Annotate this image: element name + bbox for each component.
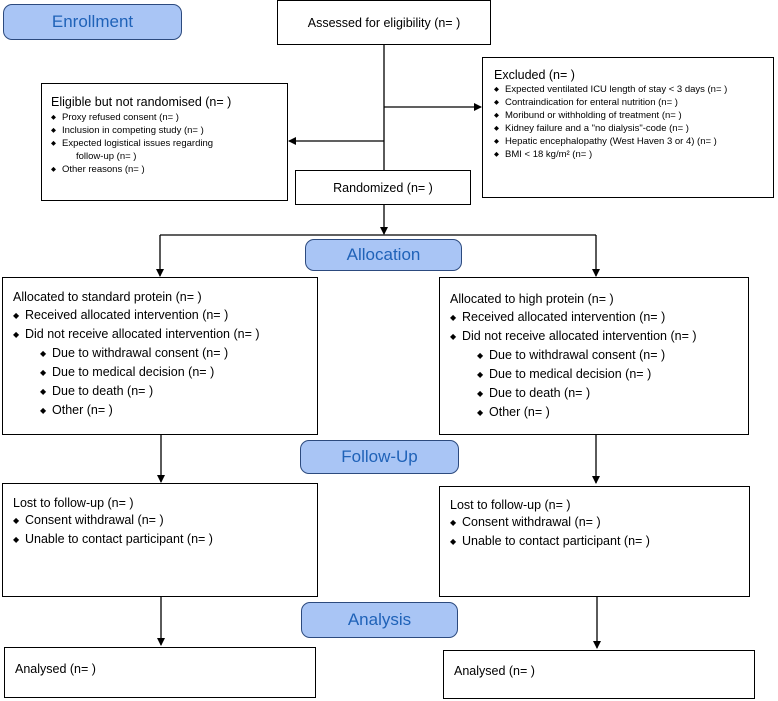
not-randomised-title: Eligible but not randomised (n= ) <box>51 95 232 109</box>
list-item: ◆Consent withdrawal (n= ) <box>13 511 317 530</box>
diamond-bullet-icon: ◆ <box>494 112 499 119</box>
diamond-bullet-icon: ◆ <box>13 330 20 339</box>
high-allocation-box: Allocated to high protein (n= ) ◆Receive… <box>439 277 749 435</box>
list-item: ◆Proxy refused consent (n= ) <box>51 112 179 123</box>
diamond-bullet-icon: ◆ <box>40 349 47 358</box>
diamond-bullet-icon: ◆ <box>51 140 56 147</box>
diamond-bullet-icon: ◆ <box>40 368 47 377</box>
stage-follow-up: Follow-Up <box>300 440 459 474</box>
stage-label: Analysis <box>347 610 412 629</box>
randomized-text: Randomized (n= ) <box>333 180 433 195</box>
diamond-bullet-icon: ◆ <box>477 408 484 417</box>
diamond-bullet-icon: ◆ <box>450 537 457 546</box>
diamond-bullet-icon: ◆ <box>494 86 499 93</box>
high-followup-box: Lost to follow-up (n= ) ◆Consent withdra… <box>439 486 750 597</box>
stage-analysis: Analysis <box>301 602 458 638</box>
standard-followup-box: Lost to follow-up (n= ) ◆Consent withdra… <box>2 483 318 597</box>
diamond-bullet-icon: ◆ <box>51 127 56 134</box>
high-followup-list: ◆Consent withdrawal (n= ) ◆Unable to con… <box>450 513 749 551</box>
list-item: ◆Unable to contact participant (n= ) <box>450 532 749 551</box>
list-item: ◆Did not receive allocated intervention … <box>13 325 317 344</box>
diamond-bullet-icon: ◆ <box>494 125 499 132</box>
high-followup-title: Lost to follow-up (n= ) <box>450 498 571 512</box>
diamond-bullet-icon: ◆ <box>477 389 484 398</box>
diamond-bullet-icon: ◆ <box>13 516 20 525</box>
diamond-bullet-icon: ◆ <box>477 370 484 379</box>
standard-followup-title: Lost to follow-up (n= ) <box>13 496 134 510</box>
list-item: ◆Due to death (n= ) <box>13 382 317 401</box>
list-item: ◆Other (n= ) <box>450 403 748 422</box>
stage-label: Follow-Up <box>341 447 418 466</box>
excluded-list: ◆Expected ventilated ICU length of stay … <box>494 83 773 161</box>
standard-analysis-text: Analysed (n= ) <box>15 662 96 676</box>
excluded-box: Excluded (n= ) ◆Expected ventilated ICU … <box>482 57 774 198</box>
assessed-box: Assessed for eligibility (n= ) <box>277 0 491 45</box>
high-allocation-title: Allocated to high protein (n= ) <box>450 292 614 306</box>
list-item: ◆Hepatic encephalopathy (West Haven 3 or… <box>494 136 717 147</box>
diamond-bullet-icon: ◆ <box>494 99 499 106</box>
list-item: ◆Other (n= ) <box>13 401 317 420</box>
list-item: ◆Contraindication for enteral nutrition … <box>494 97 678 108</box>
standard-allocation-box: Allocated to standard protein (n= ) ◆Rec… <box>2 277 318 435</box>
list-item: ◆Received allocated intervention (n= ) <box>450 308 748 327</box>
stage-label: Allocation <box>346 245 421 264</box>
not-randomised-box: Eligible but not randomised (n= ) ◆Proxy… <box>41 83 288 201</box>
list-item: ◆Unable to contact participant (n= ) <box>13 530 317 549</box>
diamond-bullet-icon: ◆ <box>450 332 457 341</box>
list-item-continuation: follow-up (n= ) <box>76 151 137 162</box>
list-item: ◆Moribund or withholding of treatment (n… <box>494 110 682 121</box>
list-item: ◆Consent withdrawal (n= ) <box>450 513 749 532</box>
list-item: ◆Due to medical decision (n= ) <box>13 363 317 382</box>
high-analysis-text: Analysed (n= ) <box>454 664 535 678</box>
list-item: ◆Due to medical decision (n= ) <box>450 365 748 384</box>
list-item: ◆Expected ventilated ICU length of stay … <box>494 84 728 95</box>
standard-followup-list: ◆Consent withdrawal (n= ) ◆Unable to con… <box>13 511 317 549</box>
randomized-box: Randomized (n= ) <box>295 170 471 205</box>
diamond-bullet-icon: ◆ <box>450 518 457 527</box>
list-item: ◆Other reasons (n= ) <box>51 164 145 175</box>
stage-allocation: Allocation <box>305 239 462 271</box>
diamond-bullet-icon: ◆ <box>13 535 20 544</box>
high-allocation-list: ◆Received allocated intervention (n= ) ◆… <box>450 308 748 422</box>
not-randomised-list: ◆Proxy refused consent (n= ) ◆Inclusion … <box>51 111 287 176</box>
diamond-bullet-icon: ◆ <box>450 313 457 322</box>
diamond-bullet-icon: ◆ <box>40 406 47 415</box>
excluded-title: Excluded (n= ) <box>494 68 575 82</box>
list-item: ◆BMI < 18 kg/m² (n= ) <box>494 149 593 160</box>
diamond-bullet-icon: ◆ <box>51 114 56 121</box>
list-item: ◆Due to death (n= ) <box>450 384 748 403</box>
stage-label: Enrollment <box>51 12 134 31</box>
list-item: ◆Received allocated intervention (n= ) <box>13 306 317 325</box>
diamond-bullet-icon: ◆ <box>494 138 499 145</box>
list-item: ◆Due to withdrawal consent (n= ) <box>450 346 748 365</box>
diamond-bullet-icon: ◆ <box>13 311 20 320</box>
diamond-bullet-icon: ◆ <box>51 166 56 173</box>
diamond-bullet-icon: ◆ <box>494 151 499 158</box>
list-item: ◆Kidney failure and a "no dialysis"-code… <box>494 123 689 134</box>
stage-enrollment: Enrollment <box>3 4 182 40</box>
list-item: ◆Did not receive allocated intervention … <box>450 327 748 346</box>
diamond-bullet-icon: ◆ <box>477 351 484 360</box>
standard-analysis-box: Analysed (n= ) <box>4 647 316 698</box>
high-analysis-box: Analysed (n= ) <box>443 650 755 699</box>
standard-allocation-title: Allocated to standard protein (n= ) <box>13 290 202 304</box>
assessed-text: Assessed for eligibility (n= ) <box>307 15 461 30</box>
list-item: ◆Inclusion in competing study (n= ) <box>51 125 204 136</box>
list-item: ◆Due to withdrawal consent (n= ) <box>13 344 317 363</box>
diamond-bullet-icon: ◆ <box>40 387 47 396</box>
standard-allocation-list: ◆Received allocated intervention (n= ) ◆… <box>13 306 317 420</box>
